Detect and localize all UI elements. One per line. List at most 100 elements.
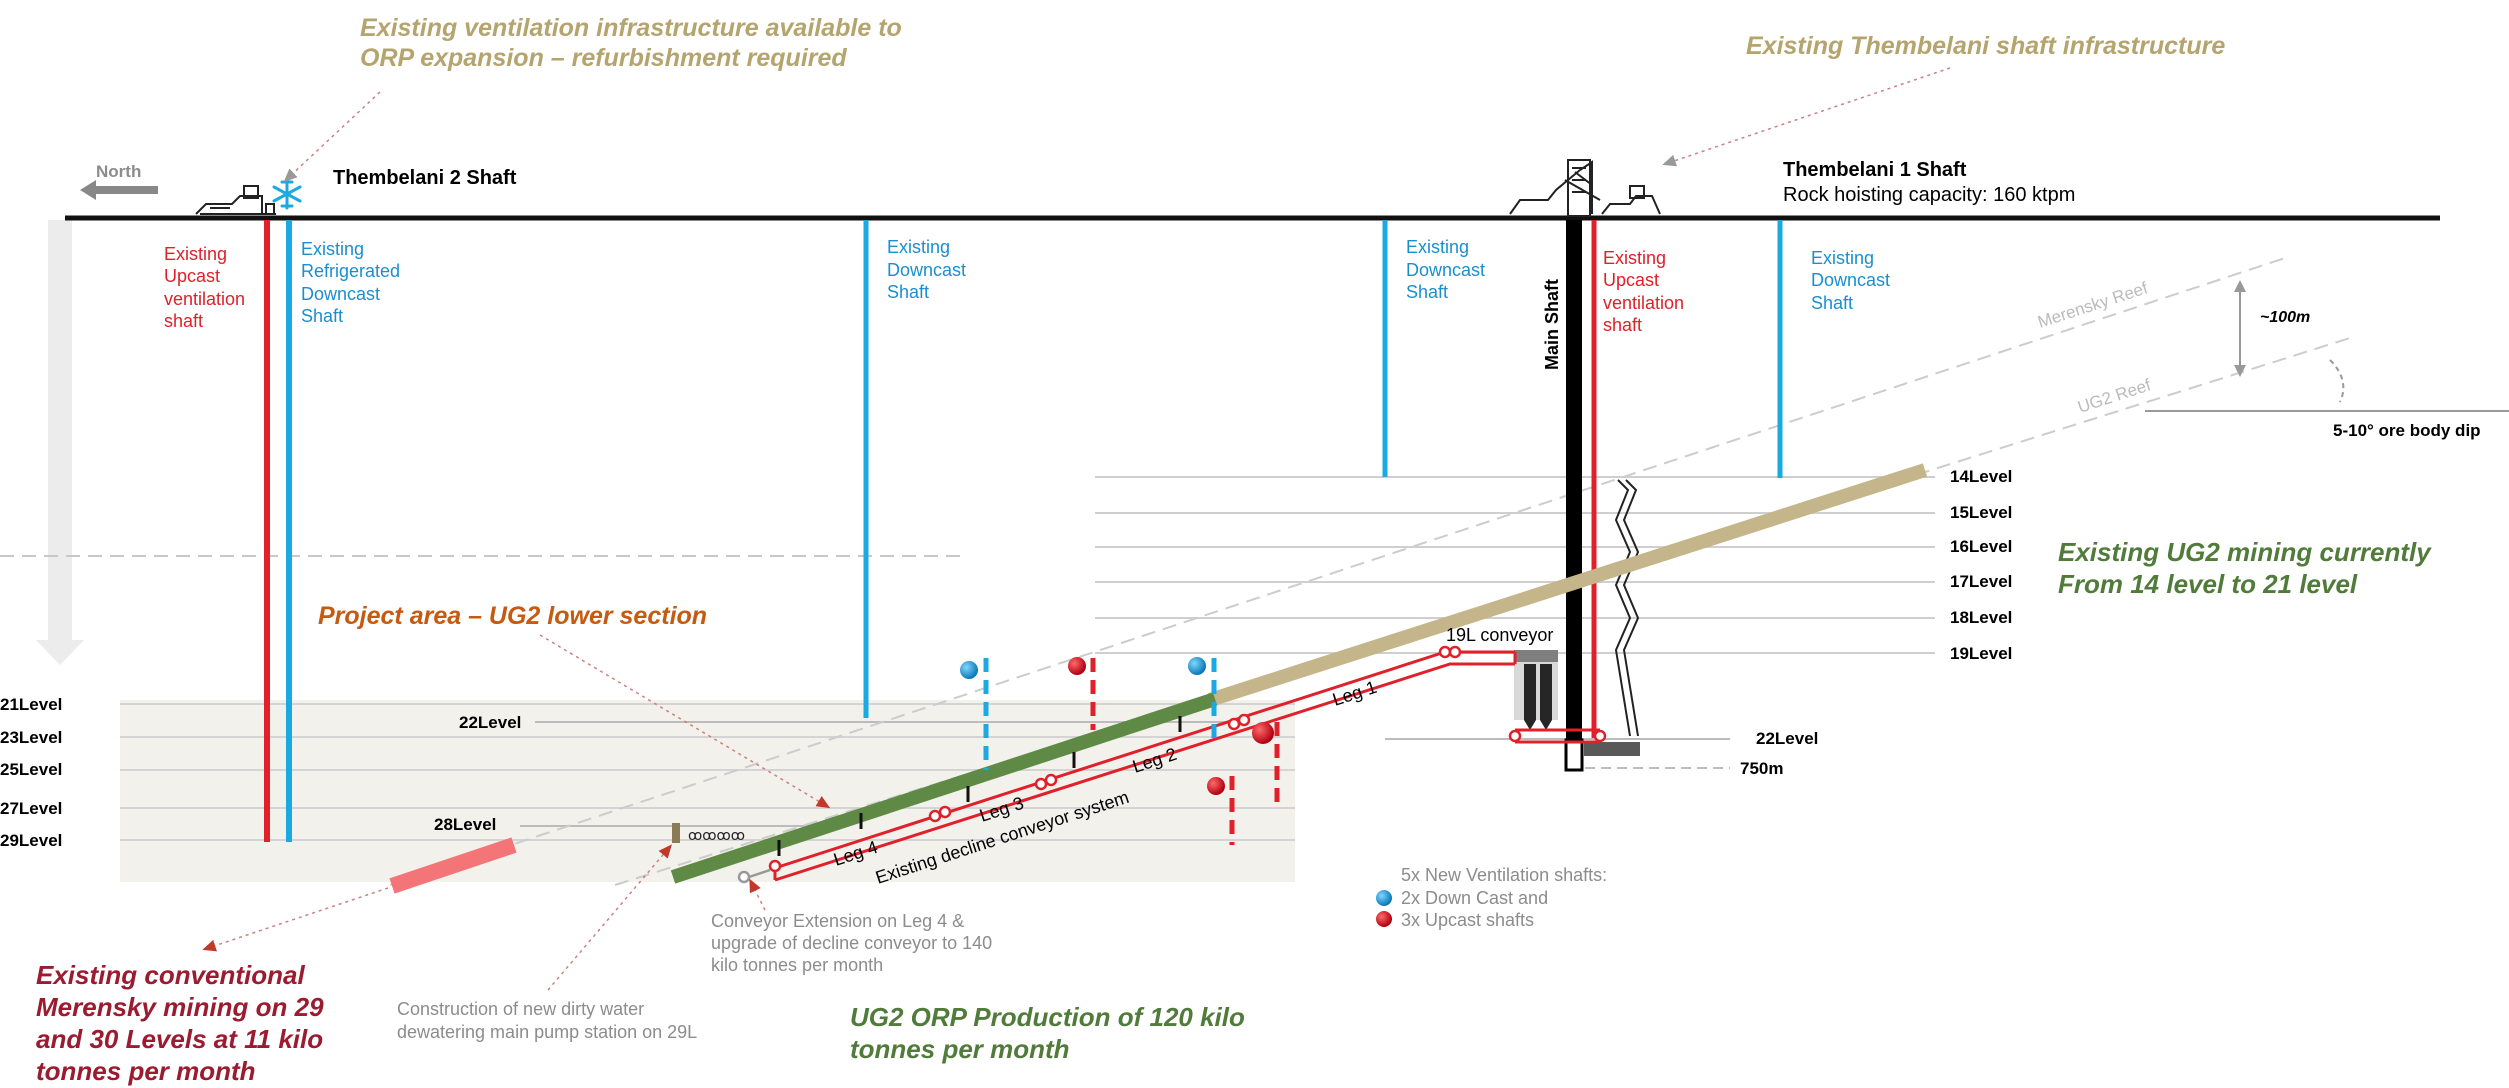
depth-arrow-shaft bbox=[48, 220, 72, 650]
ug2-orp-band bbox=[670, 692, 1218, 884]
svg-text:21Level: 21Level bbox=[0, 695, 62, 714]
svg-text:Shaft: Shaft bbox=[301, 306, 343, 326]
shaft1-name: Thembelani 1 Shaft bbox=[1783, 159, 1967, 181]
north-label: North bbox=[96, 162, 141, 181]
hoisting-capacity: Rock hoisting capacity: 160 ktpm bbox=[1783, 184, 2075, 206]
svg-text:Upcast: Upcast bbox=[1603, 270, 1659, 290]
svg-text:tonnes per month: tonnes per month bbox=[36, 1056, 256, 1086]
svg-text:Downcast: Downcast bbox=[887, 260, 966, 280]
conveyor-19l-label: 19L conveyor bbox=[1446, 625, 1553, 645]
callout-leaders bbox=[202, 67, 1951, 991]
orp-production-callout: UG2 ORP Production of 120 kilo tonnes pe… bbox=[850, 1002, 1245, 1064]
new-ventilation-legend: 5x New Ventilation shafts: 2x Down Cast … bbox=[1401, 865, 1607, 930]
svg-text:UG2 ORP Production of 120 kilo: UG2 ORP Production of 120 kilo bbox=[850, 1002, 1245, 1032]
new-upcast-marker-3 bbox=[1207, 777, 1225, 795]
merensky-mining-band bbox=[389, 837, 517, 894]
svg-text:ventilation: ventilation bbox=[164, 289, 245, 309]
lower-level-labels: 21Level 23Level 25Level 27Level 29Level bbox=[0, 695, 62, 850]
svg-text:Upcast: Upcast bbox=[164, 266, 220, 286]
pump-station-icon: ꝏꝏꝏꝏ bbox=[688, 828, 745, 844]
pump-station-callout: Construction of new dirty water dewateri… bbox=[397, 999, 697, 1042]
new-upcast-marker-2 bbox=[1252, 722, 1274, 744]
svg-text:Merensky mining on 29: Merensky mining on 29 bbox=[36, 992, 324, 1022]
ventilation-callout-line2: ORP expansion – refurbishment required bbox=[360, 44, 847, 72]
svg-text:Construction of new dirty wate: Construction of new dirty water bbox=[397, 999, 644, 1019]
upcast-right-label: Existing Upcast ventilation shaft bbox=[1603, 248, 1684, 335]
svg-text:Downcast: Downcast bbox=[1406, 260, 1485, 280]
merensky-reef-line bbox=[389, 257, 2286, 886]
new-downcast-marker-1 bbox=[960, 661, 978, 679]
svg-text:Shaft: Shaft bbox=[887, 282, 929, 302]
svg-text:18Level: 18Level bbox=[1950, 608, 2012, 627]
svg-text:upgrade of decline conveyor to: upgrade of decline conveyor to 140 bbox=[711, 933, 992, 953]
svg-text:Refrigerated: Refrigerated bbox=[301, 261, 400, 281]
svg-text:Existing: Existing bbox=[1406, 237, 1469, 257]
ug2-existing-band bbox=[1207, 463, 1928, 707]
conveyor-extension-callout: Conveyor Extension on Leg 4 & upgrade of… bbox=[711, 911, 992, 975]
legend-downcast-marker bbox=[1376, 890, 1392, 906]
conveyor-extension-node bbox=[737, 868, 771, 884]
ore-bin-top bbox=[1514, 650, 1558, 662]
svg-text:dewatering main pump station o: dewatering main pump station on 29L bbox=[397, 1022, 697, 1042]
svg-text:5x New Ventilation shafts:: 5x New Ventilation shafts: bbox=[1401, 865, 1607, 885]
ug2-reef-label: UG2 Reef bbox=[2075, 375, 2153, 417]
legend-upcast-marker bbox=[1376, 911, 1392, 927]
svg-text:Conveyor Extension on Leg 4 &: Conveyor Extension on Leg 4 & bbox=[711, 911, 964, 931]
svg-text:14Level: 14Level bbox=[1950, 467, 2012, 486]
leg1-label: Leg 1 bbox=[1330, 677, 1379, 710]
level-28-label: 28Level bbox=[434, 815, 496, 834]
level-22-right-label: 22Level bbox=[1756, 729, 1818, 748]
svg-text:15Level: 15Level bbox=[1950, 503, 2012, 522]
ore-bin-1 bbox=[1524, 664, 1536, 730]
dip-arc bbox=[2329, 359, 2345, 403]
north-arrow-icon bbox=[80, 180, 158, 200]
svg-text:Existing: Existing bbox=[164, 244, 227, 264]
merensky-reef-label: Merensky Reef bbox=[2035, 278, 2150, 331]
svg-text:2x Down Cast and: 2x Down Cast and bbox=[1401, 888, 1548, 908]
new-downcast-marker-2 bbox=[1188, 657, 1206, 675]
svg-text:ventilation: ventilation bbox=[1603, 293, 1684, 313]
svg-text:tonnes per month: tonnes per month bbox=[850, 1034, 1070, 1064]
merensky-callout: Existing conventional Merensky mining on… bbox=[36, 960, 324, 1086]
ventilation-callout-line1: Existing ventilation infrastructure avai… bbox=[360, 14, 902, 42]
svg-text:Existing conventional: Existing conventional bbox=[36, 960, 305, 990]
svg-text:29Level: 29Level bbox=[0, 831, 62, 850]
upper-level-labels: 14Level 15Level 16Level 17Level 18Level … bbox=[1950, 467, 2012, 663]
pump-station-post bbox=[672, 823, 680, 843]
depth-label: 750m bbox=[1740, 759, 1783, 778]
upcast-left-label: Existing Upcast ventilation shaft bbox=[164, 244, 245, 331]
svg-text:Existing: Existing bbox=[1603, 248, 1666, 268]
main-shaft-sump bbox=[1564, 738, 1584, 772]
reef-spacing-label: ~100m bbox=[2260, 309, 2310, 326]
svg-text:16Level: 16Level bbox=[1950, 537, 2012, 556]
downcast-right1-label: Existing Downcast Shaft bbox=[1406, 237, 1485, 302]
depth-arrow-head bbox=[36, 640, 84, 665]
svg-text:Existing: Existing bbox=[887, 237, 950, 257]
svg-text:17Level: 17Level bbox=[1950, 572, 2012, 591]
ug2-current-line1: Existing UG2 mining currently bbox=[2058, 537, 2432, 567]
ug2-current-line2: From 14 level to 21 level bbox=[2058, 569, 2358, 599]
svg-text:Existing: Existing bbox=[301, 239, 364, 259]
svg-text:3x Upcast shafts: 3x Upcast shafts bbox=[1401, 910, 1534, 930]
conveyor-transfer-nodes bbox=[768, 645, 1607, 873]
downcast-right2-label: Existing Downcast Shaft bbox=[1811, 248, 1890, 313]
downcast-mid-label: Existing Downcast Shaft bbox=[887, 237, 966, 302]
svg-text:shaft: shaft bbox=[1603, 315, 1642, 335]
shaft-bottom-pad bbox=[1584, 742, 1640, 756]
orp-band-ticks bbox=[777, 716, 1182, 856]
refrigerated-label: Existing Refrigerated Downcast Shaft bbox=[301, 239, 400, 326]
svg-text:Shaft: Shaft bbox=[1406, 282, 1448, 302]
svg-text:23Level: 23Level bbox=[0, 728, 62, 747]
service-shaft-zigzag bbox=[1614, 479, 1632, 737]
shaft1-headgear-icon bbox=[1509, 159, 1661, 217]
project-area-callout: Project area – UG2 lower section bbox=[318, 602, 707, 630]
snowflake-icon bbox=[272, 178, 302, 210]
svg-text:Shaft: Shaft bbox=[1811, 293, 1853, 313]
svg-text:shaft: shaft bbox=[164, 311, 203, 331]
svg-text:25Level: 25Level bbox=[0, 760, 62, 779]
thembelani-infra-callout: Existing Thembelani shaft infrastructure bbox=[1746, 32, 2225, 60]
svg-text:27Level: 27Level bbox=[0, 799, 62, 818]
level-lines-lower bbox=[120, 703, 1295, 841]
main-shaft bbox=[1566, 220, 1582, 770]
